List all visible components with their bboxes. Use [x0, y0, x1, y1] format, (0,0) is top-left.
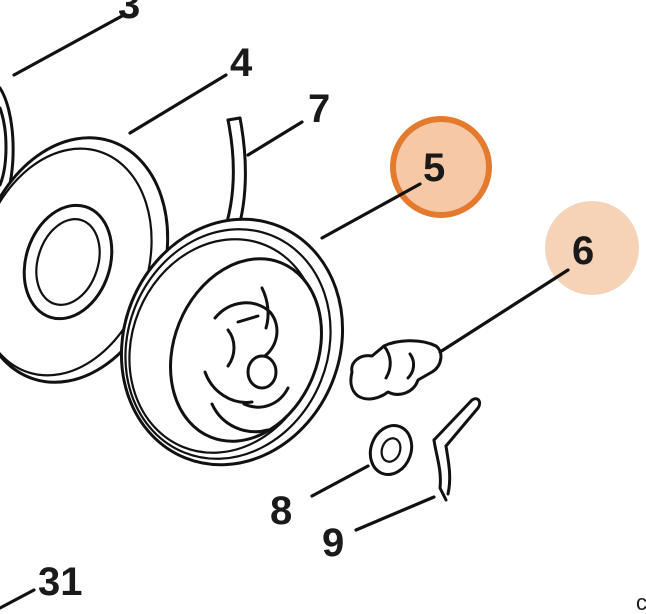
leader-4: [128, 73, 228, 135]
callout-5[interactable]: 5: [423, 146, 445, 190]
part-9-clip[interactable]: [432, 397, 482, 502]
leader-9: [354, 495, 436, 532]
leader-5: [320, 182, 422, 240]
part-6-pawl[interactable]: [349, 339, 443, 401]
callout-6[interactable]: 6: [572, 229, 594, 273]
part-4-disc[interactable]: [0, 113, 198, 408]
corner-fragment: c: [636, 590, 646, 614]
part-5-pulley[interactable]: [85, 186, 379, 499]
leader-7: [246, 120, 304, 157]
callout-8[interactable]: 8: [270, 489, 292, 533]
leader-8: [310, 464, 370, 498]
callout-3[interactable]: 3: [118, 0, 140, 27]
callout-4[interactable]: 4: [230, 41, 253, 85]
callout-7[interactable]: 7: [308, 87, 330, 131]
leader-31: [0, 588, 36, 610]
callout-9[interactable]: 9: [322, 521, 344, 565]
callout-31[interactable]: 31: [38, 560, 83, 604]
leader-6: [438, 268, 570, 354]
callout-5-highlight: [390, 116, 492, 218]
part-8-washer[interactable]: [364, 420, 419, 481]
leader-3: [12, 14, 124, 77]
